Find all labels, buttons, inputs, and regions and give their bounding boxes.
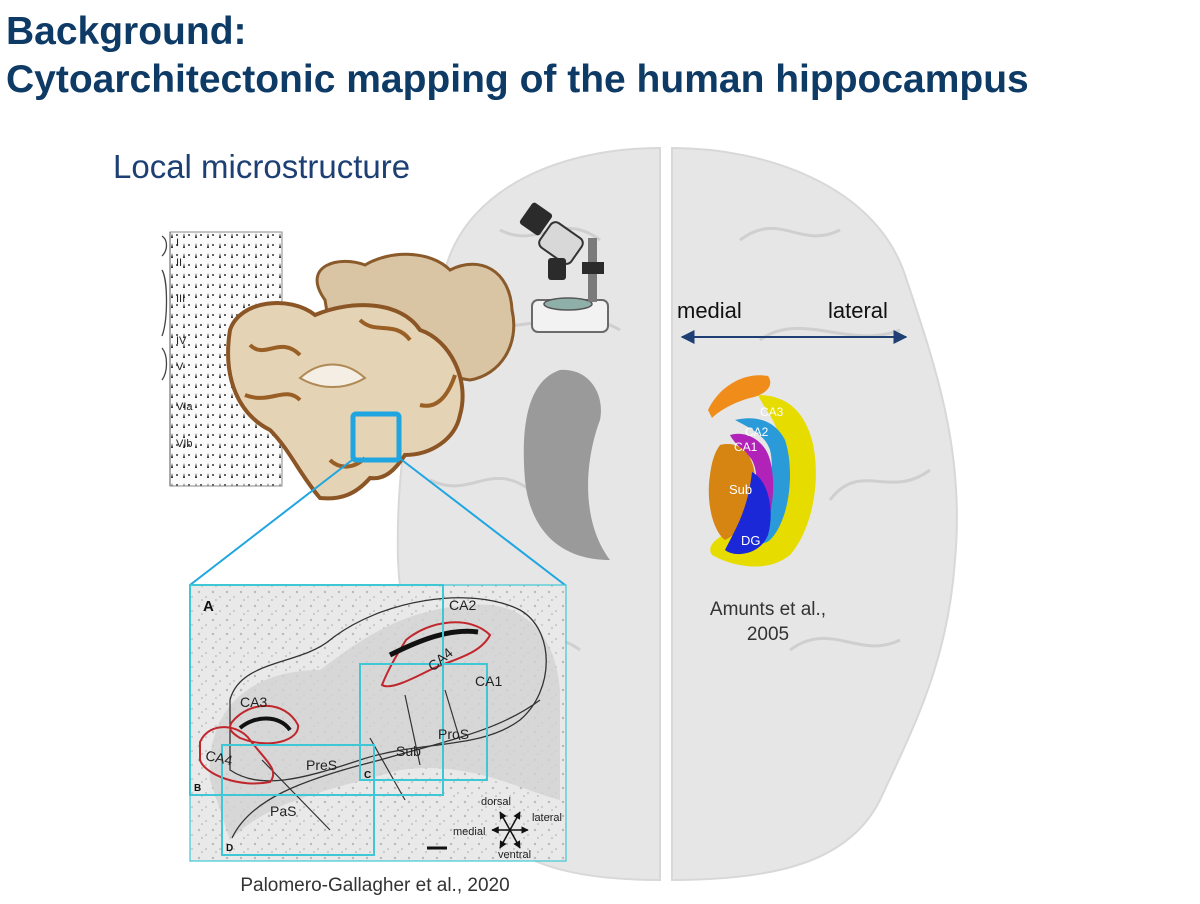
hippocampus-segment-ca3 — [710, 395, 816, 567]
panel-c-frame — [359, 663, 488, 781]
label-3d-dg: DG — [741, 533, 761, 548]
microscope-icon — [519, 202, 609, 333]
region-label-pres: PreS — [306, 757, 337, 773]
label-3d-sub: Sub — [729, 482, 752, 497]
region-label-ca1: CA1 — [475, 673, 502, 689]
section-subtitle: Local microstructure — [113, 148, 411, 185]
label-3d-ca1: CA1 — [734, 440, 758, 454]
region-label-ca4-left: CA4 — [204, 747, 234, 768]
region-label-ca3: CA3 — [240, 694, 267, 710]
axis-label-medial: medial — [677, 298, 742, 323]
layer-label-4: IV — [176, 335, 187, 347]
region-label-sub: Sub — [396, 743, 421, 759]
coronal-brain-slice — [226, 252, 516, 501]
citation-amunts: Amunts et al., 2005 — [680, 597, 856, 647]
citation-palomero: Palomero-Gallagher et al., 2020 — [240, 875, 510, 896]
panel-label-c: C — [364, 770, 371, 781]
panel-label-a: A — [203, 598, 214, 615]
panel-label-d: D — [226, 843, 233, 854]
slide-title-line-1: Background: — [6, 10, 247, 53]
compass-ventral: ventral — [498, 849, 531, 861]
panel-d-frame — [221, 744, 375, 856]
region-label-pros: ProS — [438, 726, 469, 742]
layer-label-2: II — [176, 257, 182, 269]
hippocampus-3d-model — [708, 375, 816, 567]
region-label-ca4-top: CA4 — [425, 644, 456, 674]
zoom-line-left — [189, 456, 357, 586]
compass-lateral: lateral — [532, 812, 562, 824]
layer-label-6b: VIb — [176, 438, 193, 450]
axis-label-lateral: lateral — [828, 298, 888, 323]
hippocampus-segment-ca2 — [735, 418, 790, 544]
label-3d-ca3: CA3 — [760, 405, 784, 419]
citation-amunts-line-2: 2005 — [746, 624, 790, 645]
layer-label-6a: VIa — [176, 401, 193, 413]
hippocampus-zoom-box — [350, 411, 402, 463]
hippocampus-section-panel — [189, 584, 567, 862]
citation-amunts-line-1: Amunts et al., — [709, 599, 827, 620]
layer-label-1: I — [176, 237, 179, 249]
hippocampus-segment-tail — [708, 375, 771, 418]
zoom-line-right — [397, 456, 566, 586]
region-label-ca2: CA2 — [449, 597, 476, 613]
label-3d-ca2: CA2 — [745, 425, 769, 439]
layer-label-5: V — [176, 361, 184, 373]
compass-medial: medial — [453, 826, 485, 838]
region-label-pas: PaS — [270, 803, 296, 819]
ventricle-shadow — [523, 369, 610, 560]
layer-label-3: III — [176, 293, 185, 305]
hippocampus-segment-dg — [725, 472, 771, 555]
panel-label-b: B — [194, 783, 201, 794]
slide-title-line-2: Cytoarchitectonic mapping of the human h… — [6, 58, 1029, 101]
compass-dorsal: dorsal — [481, 796, 511, 808]
